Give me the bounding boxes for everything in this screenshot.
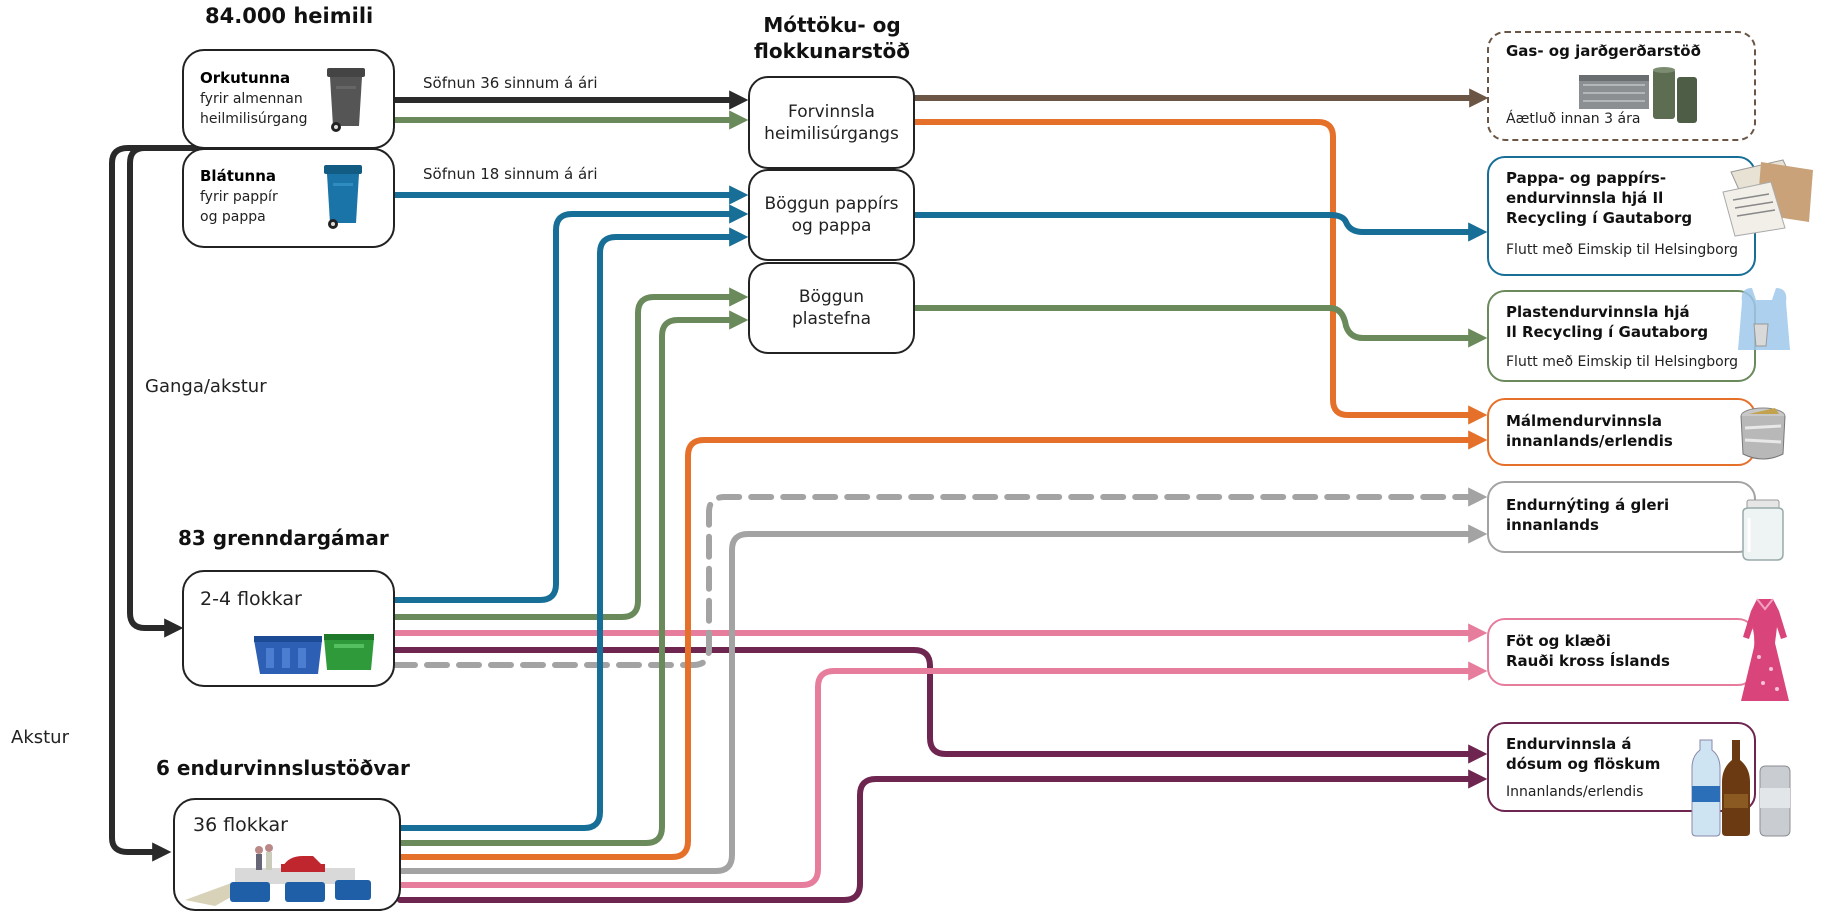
cans-sub: Innanlands/erlendis [1506, 784, 1644, 800]
plastic-sub: Flutt með Eimskip til Helsingborg [1506, 354, 1739, 370]
biogas-plant-icon [1579, 67, 1697, 123]
recycling-centre-icon [185, 844, 371, 906]
flow-bring-glass-dashed [392, 487, 1488, 668]
biogas-title: Gas- og jarðgerðarstöð [1506, 42, 1701, 60]
metal-title-1: Málmendurvinnsla [1506, 412, 1662, 430]
general-bin-box: Orkutunna fyrir almennan heilmilisúrgang [182, 49, 395, 149]
recycling-centre-box: 36 flokkar [173, 798, 401, 911]
pretreatment-box: Forvinnsla heimilisúrgangs [748, 76, 915, 169]
metal-destination-box: Málmendurvinnsla innanlands/erlendis [1487, 398, 1756, 466]
plastic-baling-line1: Böggun [798, 287, 865, 307]
plastic-title-1: Plastendurvinnsla hjá [1506, 303, 1690, 321]
paper-baling-box: Böggun pappírs og pappa [748, 169, 915, 261]
pretreatment-line2: heimilisúrgangs [764, 123, 899, 144]
flow-centre-pink [397, 661, 1488, 888]
plastic-baling-line2: plastefna [791, 309, 872, 329]
dress-icon [1741, 598, 1789, 701]
pretreatment-line1: Forvinnsla [788, 101, 875, 122]
recycling-centres-heading: 6 endurvinnslustöðvar [156, 756, 410, 780]
general-bin-title: Orkutunna [200, 69, 291, 87]
blue-bin-box: Blátunna fyrir pappír og pappa [182, 148, 395, 248]
wheelie-bin-dark-icon [327, 68, 365, 132]
flow-plastic-out [912, 305, 1488, 348]
recycling-centre-categories: 36 flokkar [193, 814, 288, 836]
reception-heading: Móttöku- og flokkunarstöð [754, 13, 910, 63]
textile-title-2: Rauði kross Íslands [1506, 652, 1670, 670]
paper-baling-line1: Böggun pappírs [764, 194, 899, 214]
glass-title-1: Endurnýting á gleri [1506, 496, 1670, 514]
glass-title-2: innanlands [1506, 516, 1599, 534]
tin-can-icon [1740, 407, 1786, 460]
plastic-title-2: Il Recycling í Gautaborg [1506, 323, 1709, 341]
flow-to-metal-orange [912, 119, 1488, 425]
general-bin-line1: fyrir almennan [200, 91, 303, 107]
flow-centre-grey [397, 524, 1488, 874]
flow-bring-green [392, 287, 749, 620]
bring-bank-box: 2-4 flokkar [182, 570, 395, 687]
plastic-baling-box: Böggun plastefna [748, 262, 915, 354]
textile-title-1: Föt og klæði [1506, 632, 1611, 650]
flow-drive-to-centres [109, 145, 188, 862]
frequency-general-label: Söfnun 36 sinnum á ári [423, 74, 598, 92]
containers-icon [254, 634, 374, 674]
blue-bin-line2: og pappa [200, 209, 266, 225]
flow-paper-out [912, 212, 1488, 242]
bring-bank-categories: 2-4 flokkar [200, 588, 302, 610]
flow-bring-blue [392, 204, 749, 603]
plastic-destination-box: Plastendurvinnsla hjá Il Recycling í Gau… [1487, 290, 1756, 382]
cans-title-2: dósum og flöskum [1506, 755, 1661, 773]
paper-pile-icon [1722, 159, 1813, 237]
households-heading: 84.000 heimili [205, 4, 374, 28]
biogas-sub: Áætluð innan 3 ára [1506, 111, 1641, 127]
drive-label: Akstur [11, 727, 69, 748]
flow-bring-plum [392, 647, 1488, 764]
paper-title-2: endurvinnsla hjá Il [1506, 189, 1664, 207]
paper-sub: Flutt með Eimskip til Helsingborg [1506, 242, 1739, 258]
flow-centre-orange [397, 430, 1488, 860]
paper-destination-box: Pappa- og pappírs- endurvinnsla hjá Il R… [1487, 156, 1756, 276]
bottles-cans-icon [1691, 739, 1791, 837]
glass-destination-box: Endurnýting á gleri innanlands [1487, 481, 1756, 553]
metal-title-2: innanlands/erlendis [1506, 432, 1673, 450]
general-bin-line2: heilmilisúrgang [200, 111, 308, 127]
textile-destination-box: Föt og klæði Rauði kross Íslands [1487, 618, 1756, 686]
flow-centre-green [397, 310, 749, 846]
paper-baling-line2: og pappa [791, 216, 872, 236]
flow-centre-blue [397, 227, 749, 831]
biogas-destination-box: Gas- og jarðgerðarstöð Áætluð innan 3 ár… [1487, 31, 1756, 141]
paper-title-1: Pappa- og pappírs- [1506, 169, 1667, 187]
walk-drive-label: Ganga/akstur [145, 376, 267, 397]
glass-jar-icon [1742, 499, 1784, 561]
cans-title-1: Endurvinnsla á [1506, 735, 1632, 753]
flow-centre-plum [397, 769, 1488, 903]
blue-bin-line1: fyrir pappír [200, 189, 278, 205]
frequency-blue-label: Söfnun 18 sinnum á ári [423, 165, 598, 183]
wheelie-bin-blue-icon [324, 165, 362, 229]
plastic-bag-icon [1738, 288, 1790, 350]
paper-title-3: Recycling í Gautaborg [1506, 209, 1693, 227]
blue-bin-title: Blátunna [200, 167, 277, 185]
bring-banks-heading: 83 grenndargámar [178, 526, 389, 550]
